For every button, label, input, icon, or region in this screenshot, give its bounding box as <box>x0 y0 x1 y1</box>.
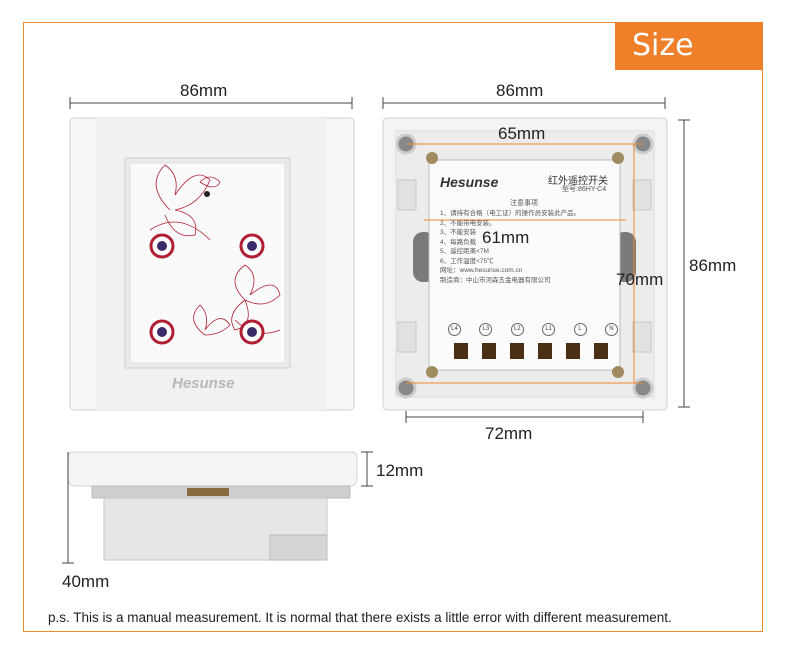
back-title: 红外遥控开关 <box>548 176 608 187</box>
terminal-l3: L3 <box>479 323 493 336</box>
terminal-screws <box>454 343 608 359</box>
front-width-line <box>69 97 353 109</box>
button-l1[interactable] <box>149 233 175 259</box>
vertical-spacing-label: 70mm <box>616 270 664 289</box>
instruction-item: 6、工作温度<75℃ <box>440 257 494 265</box>
terminal-l: L <box>573 323 587 336</box>
ir-sensor <box>204 191 210 197</box>
front-width-label: 86mm <box>180 81 228 100</box>
bottom-width-line <box>405 411 644 423</box>
terminal-l4: L4 <box>448 323 461 336</box>
depth-label: 40mm <box>62 572 110 591</box>
front-brand: Hesunse <box>172 375 235 392</box>
inner-guides <box>406 143 643 384</box>
terminal-n: N <box>604 323 618 336</box>
thickness-label: 12mm <box>376 461 424 480</box>
slot-spacing-label: 61mm <box>482 228 530 247</box>
back-width-label: 86mm <box>496 81 544 100</box>
button-l3[interactable] <box>149 319 175 345</box>
terminal-l2: L2 <box>510 323 524 336</box>
terminal-l1: L1 <box>542 323 556 336</box>
side-thickness-line <box>361 451 373 487</box>
back-model: 型号:86HY-C4 <box>562 186 607 193</box>
back-height-line <box>678 119 690 408</box>
bottom-spacing-label: 72mm <box>485 424 533 443</box>
manufacturer: 制造商：中山市河森五金电器有限公司 <box>440 276 551 284</box>
screw-spacing-label: 65mm <box>498 124 546 143</box>
instruction-item: 3、不能安装 <box>440 229 477 236</box>
button-l2[interactable] <box>239 233 265 259</box>
side-view <box>67 451 358 561</box>
measurement-note: p.s. This is a manual measurement. It is… <box>48 610 672 625</box>
back-panel <box>382 117 668 411</box>
back-brand: Hesunse <box>440 174 499 190</box>
side-depth-line <box>62 452 74 564</box>
back-width-line <box>382 97 666 109</box>
caution-title: 注意事项 <box>510 200 538 207</box>
back-height-label: 86mm <box>689 256 737 275</box>
front-panel <box>69 117 355 411</box>
instruction-item: 2、不能带电安装。 <box>440 219 496 227</box>
website: 网址：www.hesunse.com.cn <box>440 267 523 274</box>
instruction-item: 5、遥控距离<7M <box>440 248 489 255</box>
button-l4[interactable] <box>239 319 265 345</box>
terminal-labels: L4 L3 L2 L1 L N <box>448 323 618 336</box>
instruction-item: 1、请持有合格（电工证）的操作员安装此产品。 <box>440 210 581 217</box>
instruction-item: 4、每路负载 <box>440 238 477 246</box>
outer-frame <box>23 22 763 632</box>
instruction-list: 1、请持有合格（电工证）的操作员安装此产品。 2、不能带电安装。 3、不能安装 … <box>440 209 580 285</box>
size-badge: Size <box>615 22 763 70</box>
